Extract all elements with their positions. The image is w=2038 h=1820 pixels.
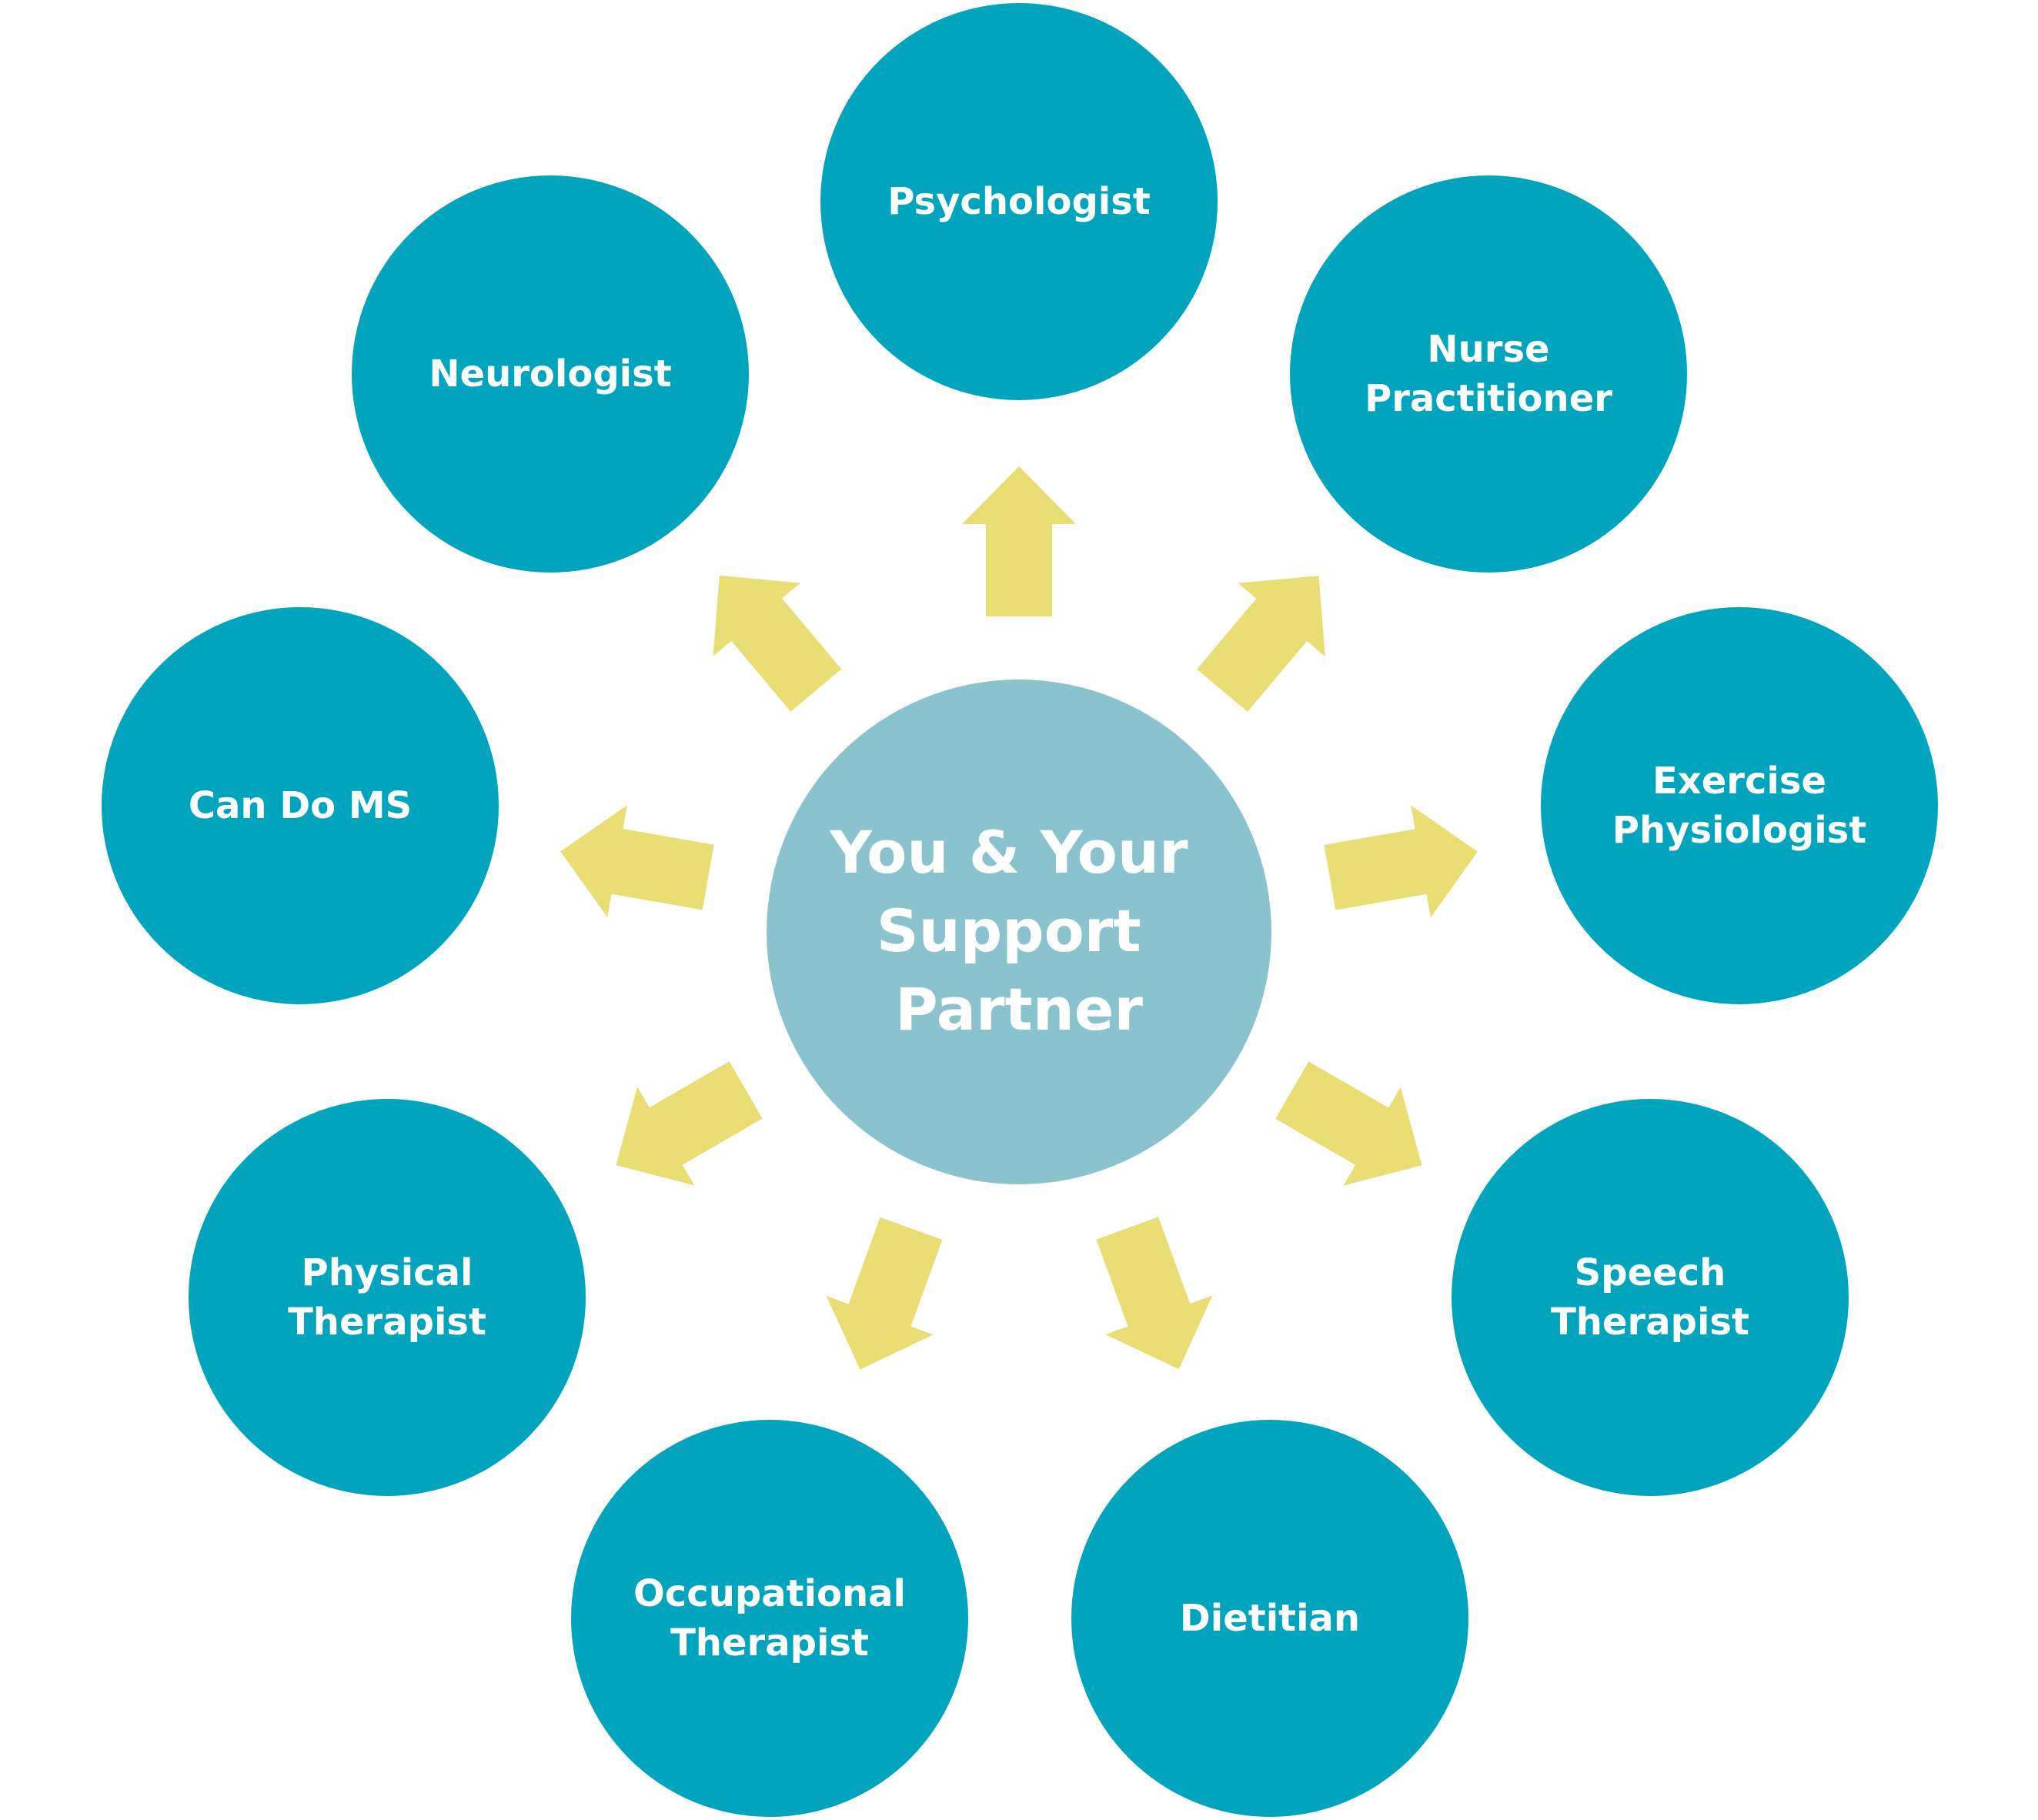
node-label-speech-therapist-line-1: Speech	[1575, 1251, 1726, 1294]
node-label-can-do-ms: Can Do MS	[189, 784, 412, 827]
node-label-speech-therapist-line-2: Therapist	[1551, 1301, 1749, 1344]
arrow-to-exercise-physiologist	[1324, 805, 1478, 918]
node-circle-exercise-physiologist	[1541, 607, 1938, 1004]
node-circle-nurse-practitioner	[1290, 175, 1687, 573]
center-label-line-2: Support	[877, 897, 1141, 965]
node-label-can-do-ms-line-1: Can Do MS	[189, 784, 412, 827]
node-label-physical-therapist-line-1: Physical	[302, 1251, 473, 1294]
node-label-nurse-practitioner-line-2: Practitioner	[1365, 377, 1612, 420]
node-label-psychologist: Psychologist	[887, 180, 1151, 223]
node-label-occupational-therapist-line-1: Occupational	[633, 1572, 906, 1615]
node-label-neurologist-line-1: Neurologist	[429, 352, 671, 396]
node-label-occupational-therapist-line-2: Therapist	[670, 1621, 869, 1665]
node-neurologist: Neurologist	[352, 175, 749, 573]
arrow-to-can-do-ms	[560, 805, 714, 918]
center-circle	[767, 680, 1271, 1184]
node-label-dietitian: Dietitian	[1180, 1597, 1360, 1640]
arrow-to-dietitian	[1096, 1217, 1213, 1370]
center-label-line-3: Partner	[895, 975, 1143, 1044]
center-node: You & Your Support Partner	[767, 680, 1271, 1184]
node-label-exercise-physiologist-line-1: Exercise	[1652, 760, 1826, 803]
arrows-layer	[560, 466, 1478, 1370]
center-label: You & Your Support Partner	[829, 818, 1208, 1044]
node-label-nurse-practitioner-line-1: Nurse	[1427, 328, 1549, 371]
node-circle-can-do-ms	[102, 607, 499, 1004]
node-circle-speech-therapist	[1452, 1099, 1849, 1496]
node-label-dietitian-line-1: Dietitian	[1180, 1597, 1360, 1640]
arrow-to-physical-therapist	[616, 1061, 763, 1186]
arrow-to-nurse-practitioner	[1197, 576, 1325, 712]
arrow-to-speech-therapist	[1275, 1061, 1422, 1186]
arrow-to-psychologist	[962, 466, 1076, 616]
node-label-psychologist-line-1: Psychologist	[887, 180, 1151, 223]
node-dietitian: Dietitian	[1071, 1420, 1468, 1817]
node-circle-psychologist	[820, 3, 1218, 400]
node-label-exercise-physiologist-line-2: Physiologist	[1612, 809, 1866, 852]
node-circle-physical-therapist	[189, 1099, 586, 1496]
node-label-physical-therapist-line-2: Therapist	[288, 1301, 486, 1344]
node-psychologist: Psychologist	[820, 3, 1218, 400]
node-circle-neurologist	[352, 175, 749, 573]
node-circle-dietitian	[1071, 1420, 1468, 1817]
node-label-neurologist: Neurologist	[429, 352, 671, 396]
node-circle-occupational-therapist	[571, 1420, 968, 1817]
arrow-to-occupational-therapist	[826, 1217, 943, 1370]
center-label-line-1: You & Your	[829, 818, 1188, 887]
arrow-to-neurologist	[713, 575, 842, 712]
node-can-do-ms: Can Do MS	[102, 607, 499, 1004]
